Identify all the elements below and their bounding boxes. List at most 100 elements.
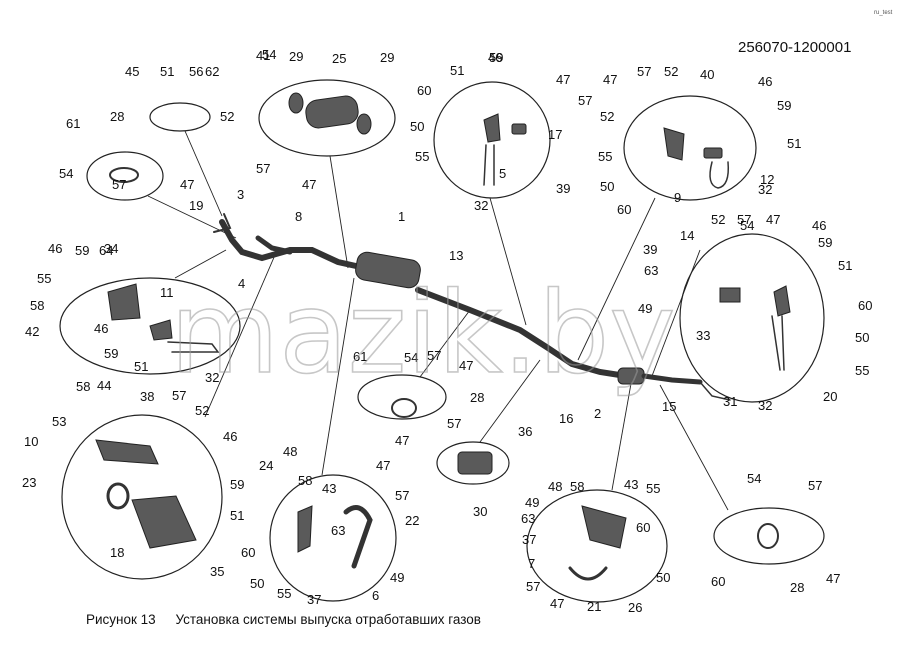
ref-number: 47 — [376, 458, 390, 473]
ref-number: 39 — [556, 181, 570, 196]
ref-number: 1 — [398, 209, 405, 224]
ref-number: 49 — [390, 570, 404, 585]
ref-number: 18 — [110, 545, 124, 560]
ref-number: 51 — [134, 359, 148, 374]
ref-number: 56 — [189, 64, 203, 79]
ref-number: 57 — [737, 212, 751, 227]
ref-number: 22 — [405, 513, 419, 528]
muffler-body-detail — [305, 95, 359, 129]
ref-number: 48 — [548, 479, 562, 494]
ref-number: 40 — [700, 67, 714, 82]
lower-right-bracket — [581, 505, 627, 549]
tail-pipe — [641, 373, 703, 385]
ref-number: 47 — [302, 177, 316, 192]
ref-number: 63 — [644, 263, 658, 278]
lower-left-gasket — [106, 482, 130, 510]
ref-number: 46 — [758, 74, 772, 89]
ref-number: 43 — [624, 477, 638, 492]
main-muffler — [355, 251, 421, 289]
ref-number: 32 — [205, 370, 219, 385]
ref-number: 52 — [195, 403, 209, 418]
lower-mid-bracket-left — [297, 505, 313, 553]
ref-number: 46 — [94, 321, 108, 336]
ref-number: 63 — [521, 511, 535, 526]
ref-number: 57 — [808, 478, 822, 493]
ref-number: 59 — [230, 477, 244, 492]
ref-number: 55 — [415, 149, 429, 164]
tail-hanger — [699, 381, 731, 401]
figure-caption: Рисунок 13 Установка системы выпуска отр… — [86, 612, 497, 627]
ref-number: 47 — [550, 596, 564, 611]
ref-number: 60 — [417, 83, 431, 98]
ref-number: 60 — [858, 298, 872, 313]
ref-number: 42 — [25, 324, 39, 339]
lower-mid-bracket-right — [343, 505, 373, 569]
ref-number: 59 — [104, 346, 118, 361]
detail-circle-top-left — [149, 102, 211, 132]
ref-number: 54 — [747, 471, 761, 486]
detail-circle-clamp-right — [713, 507, 825, 565]
ref-number: 58 — [298, 473, 312, 488]
ref-number: 19 — [189, 198, 203, 213]
detail-circle-left-bracket — [59, 277, 241, 375]
ref-number: 50 — [855, 330, 869, 345]
ref-number: 11 — [160, 285, 174, 300]
ref-number: 50 — [250, 576, 264, 591]
ref-number: 36 — [518, 424, 532, 439]
ref-number: 39 — [643, 242, 657, 257]
flange-joint — [457, 451, 493, 475]
ref-number: 52 — [664, 64, 678, 79]
detail-parts — [95, 92, 791, 581]
ref-number: 32 — [758, 182, 772, 197]
left-bracket-small — [149, 319, 173, 341]
lower-left-heat-shield — [95, 439, 159, 465]
ref-number: 31 — [723, 394, 737, 409]
right-bracket-block — [719, 287, 741, 303]
ref-number: 13 — [449, 248, 463, 263]
ref-number: 33 — [696, 328, 710, 343]
ref-number: 50 — [410, 119, 424, 134]
ref-number: 34 — [104, 241, 118, 256]
figure-number: Рисунок 13 — [86, 612, 156, 627]
ref-number: 46 — [812, 218, 826, 233]
ref-number: 55 — [855, 363, 869, 378]
ref-number: 58 — [76, 379, 90, 394]
ref-number: 28 — [470, 390, 484, 405]
ref-number: 57 — [172, 388, 186, 403]
ref-number: 58 — [30, 298, 44, 313]
ref-number: 47 — [459, 358, 473, 373]
corner-mark: ru_test — [874, 10, 893, 16]
front-pipe — [219, 219, 359, 269]
clamp-ring-right — [757, 523, 779, 549]
document-number: 256070-1200001 — [738, 39, 851, 56]
ref-number: 61 — [353, 349, 367, 364]
ref-number: 28 — [110, 109, 124, 124]
detail-circle-clamp-left — [86, 151, 164, 201]
ref-number: 10 — [24, 434, 38, 449]
ref-number: 60 — [711, 574, 725, 589]
ref-number: 47 — [556, 72, 570, 87]
ref-number: 14 — [680, 228, 694, 243]
detail-circle-muffler — [258, 79, 396, 157]
ref-number: 55 — [37, 271, 51, 286]
ref-number: 47 — [180, 177, 194, 192]
ref-number: 59 — [777, 98, 791, 113]
ref-number: 2 — [594, 406, 601, 421]
ref-number: 20 — [823, 389, 837, 404]
ref-number: 54 — [262, 47, 276, 62]
ref-number: 51 — [230, 508, 244, 523]
ref-number: 62 — [205, 64, 219, 79]
ref-number: 17 — [548, 127, 562, 142]
intermediate-pipe — [415, 287, 629, 379]
detail-circle-right-bracket — [679, 233, 825, 403]
ref-number: 55 — [277, 586, 291, 601]
ref-number: 55 — [646, 481, 660, 496]
connector-lines — [147, 130, 729, 511]
detail-circle-lower-right — [526, 489, 668, 603]
main-exhaust-system — [213, 213, 731, 401]
ref-number: 47 — [603, 72, 617, 87]
ref-number: 12 — [760, 172, 774, 187]
hanger-rod-mid — [483, 144, 495, 186]
ref-number: 29 — [380, 50, 394, 65]
hanger-clip-right — [703, 147, 723, 159]
